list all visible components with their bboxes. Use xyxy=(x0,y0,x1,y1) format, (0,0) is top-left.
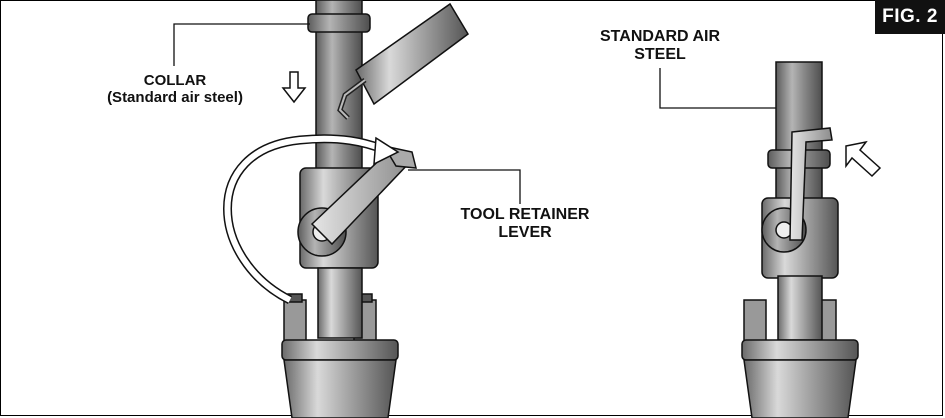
standard-air-steel-label: STANDARD AIR STEEL xyxy=(575,28,745,65)
steel-label-line2: STEEL xyxy=(634,46,686,64)
collar-label-line2: (Standard air steel) xyxy=(107,89,243,107)
right-assembly xyxy=(741,61,882,418)
housing-body-right xyxy=(743,359,857,418)
housing-rim-right xyxy=(741,339,859,361)
tool-retainer-lever-closed xyxy=(789,127,833,241)
collar-label: COLLAR (Standard air steel) xyxy=(80,72,270,107)
lever-label: TOOL RETAINER LEVER xyxy=(430,206,620,243)
up-arrow xyxy=(845,140,882,178)
collar xyxy=(307,13,371,33)
collar-label-line1: COLLAR xyxy=(143,72,207,89)
steel-label-line1: STANDARD AIR xyxy=(600,28,720,45)
figure-number-badge: FIG. 2 xyxy=(875,0,945,34)
housing-rim-left xyxy=(281,339,399,361)
springs-left xyxy=(283,293,377,349)
lever-leader xyxy=(408,169,521,204)
leader-lines xyxy=(173,23,776,204)
collar-leader xyxy=(173,23,310,66)
lever-label-line1: TOOL RETAINER xyxy=(460,206,590,223)
left-assembly xyxy=(223,0,469,418)
down-arrow xyxy=(281,71,307,104)
pry-tool xyxy=(337,0,469,120)
lever-label-line2: LEVER xyxy=(498,224,552,242)
steel-leader xyxy=(659,68,776,109)
housing-body-left xyxy=(283,359,397,418)
